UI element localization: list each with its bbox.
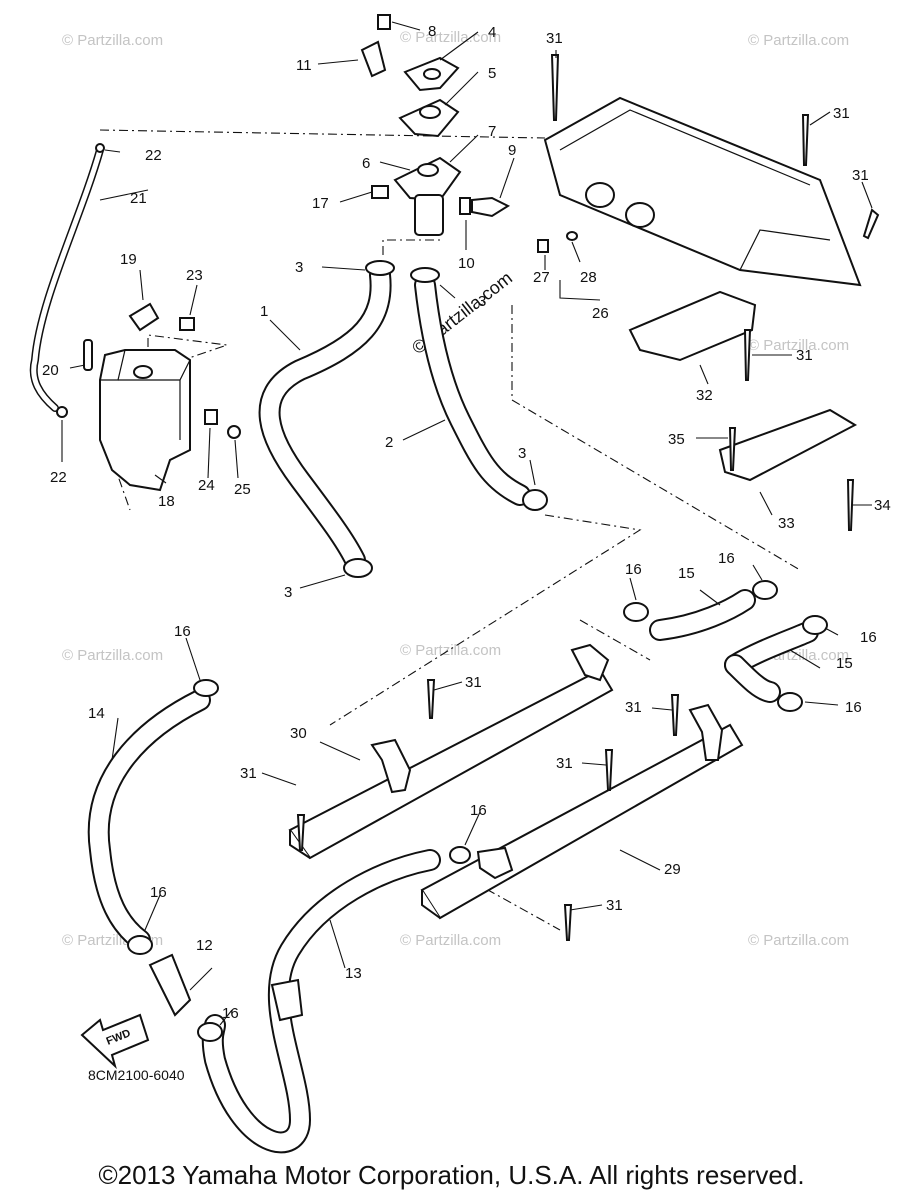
callout-8: 8	[428, 23, 436, 40]
callout-21: 21	[130, 190, 147, 207]
callout-10: 10	[458, 255, 475, 272]
callout-12: 12	[196, 937, 213, 954]
callout-19: 19	[120, 251, 137, 268]
callout-22: 22	[50, 469, 67, 486]
callout-20: 20	[42, 362, 59, 379]
callout-29: 29	[664, 861, 681, 878]
watermark: © Partzilla.com	[748, 337, 849, 354]
hose-21	[29, 143, 105, 418]
watermark: © Partzilla.com	[748, 932, 849, 949]
cover-assembly	[537, 96, 862, 482]
watermark: © Partzilla.com	[400, 642, 501, 659]
callout-16: 16	[222, 1005, 239, 1022]
copyright-notice: ©2013 Yamaha Motor Corporation, U.S.A. A…	[98, 1160, 805, 1190]
callout-2: 2	[385, 434, 393, 451]
diagram-code: 8CM2100-6040	[88, 1067, 185, 1083]
callout-3: 3	[478, 293, 486, 310]
leader-lines	[61, 21, 873, 1026]
callout-16: 16	[625, 561, 642, 578]
callout-16: 16	[470, 802, 487, 819]
callout-23: 23	[186, 267, 203, 284]
callout-28: 28	[580, 269, 597, 286]
radiator-assembly	[288, 643, 744, 920]
callout-16: 16	[150, 884, 167, 901]
callout-11: 11	[296, 57, 312, 74]
callout-31: 31	[556, 755, 573, 772]
hose-13-14	[87, 689, 441, 1154]
callout-16: 16	[718, 550, 735, 567]
reservoir-tank	[83, 302, 241, 492]
callout-26: 26	[592, 305, 609, 322]
callout-4: 4	[488, 24, 496, 41]
callout-24: 24	[198, 477, 215, 494]
callout-3: 3	[284, 584, 292, 601]
callout-17: 17	[312, 195, 329, 212]
callout-30: 30	[290, 725, 307, 742]
watermark: © Partzilla.com	[62, 32, 163, 49]
callout-16: 16	[860, 629, 877, 646]
callout-numbers: 1 2 3 3 3 3 4 5 6 7 8 9 10 11 12 13 14 1…	[42, 23, 891, 1022]
filler-neck-assembly	[360, 14, 511, 236]
watermark: © Partzilla.com	[400, 932, 501, 949]
callout-31: 31	[852, 167, 869, 184]
callout-33: 33	[778, 515, 795, 532]
callout-5: 5	[488, 65, 496, 82]
callout-35: 35	[668, 431, 685, 448]
callout-27: 27	[533, 269, 550, 286]
callout-31: 31	[833, 105, 850, 122]
callout-34: 34	[874, 497, 891, 514]
callout-1: 1	[260, 303, 268, 320]
hose-15	[649, 589, 819, 703]
callout-16: 16	[174, 623, 191, 640]
watermark: © Partzilla.com	[400, 29, 501, 46]
callout-7: 7	[488, 123, 496, 140]
clamps	[127, 580, 828, 1042]
hose-1	[258, 260, 395, 578]
callout-15: 15	[678, 565, 695, 582]
watermark: © Partzilla.com	[748, 32, 849, 49]
callout-31: 31	[465, 674, 482, 691]
callout-31: 31	[546, 30, 563, 47]
callout-15: 15	[836, 655, 853, 672]
callout-16: 16	[845, 699, 862, 716]
watermark: © Partzilla.com	[62, 647, 163, 664]
fwd-arrow-icon: FWD	[80, 1013, 150, 1070]
callout-6: 6	[362, 155, 370, 172]
callout-22: 22	[145, 147, 162, 164]
callout-3: 3	[518, 445, 526, 462]
callout-25: 25	[234, 481, 251, 498]
callout-31: 31	[625, 699, 642, 716]
callout-9: 9	[508, 142, 516, 159]
callout-14: 14	[88, 705, 105, 722]
hose-2	[410, 267, 548, 511]
callout-32: 32	[696, 387, 713, 404]
callout-31: 31	[796, 347, 813, 364]
callout-31: 31	[606, 897, 623, 914]
callout-18: 18	[158, 493, 175, 510]
callout-13: 13	[345, 965, 362, 982]
callout-31: 31	[240, 765, 257, 782]
callout-3: 3	[295, 259, 303, 276]
pins	[296, 54, 880, 941]
